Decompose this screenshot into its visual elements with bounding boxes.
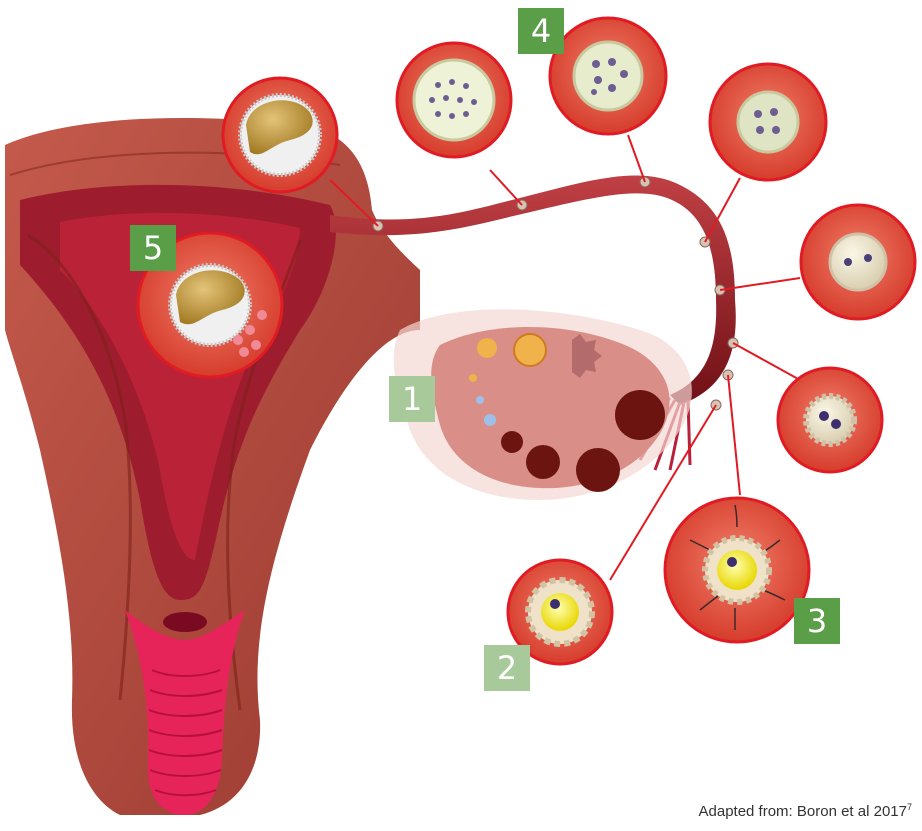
morula-callout <box>397 43 511 157</box>
step-badge-1: 1 <box>389 376 435 422</box>
fertilization-callout <box>665 498 809 642</box>
zygote-icon <box>806 396 854 444</box>
caption-text: Adapted from: Boron et al 2017 <box>699 803 907 820</box>
step-badge-3: 3 <box>794 598 840 644</box>
ovary <box>394 309 692 500</box>
step-badge-2: 2 <box>484 645 530 691</box>
fertilization-icon <box>717 550 757 590</box>
morula-icon <box>414 60 494 140</box>
step-badge-5: 5 <box>130 225 176 271</box>
4-cell-embryo-icon <box>830 234 886 290</box>
step-badge-4: 4 <box>518 8 564 54</box>
caption-superscript: 7 <box>907 802 912 812</box>
blastocyst-callout <box>223 78 337 192</box>
2-cell-callout <box>778 368 882 472</box>
16-cell-embryo-icon <box>574 42 642 110</box>
16-cell-callout <box>550 18 666 134</box>
8-cell-callout <box>710 64 826 180</box>
ovulated-oocyte-icon <box>541 593 579 631</box>
4-cell-callout <box>801 205 915 319</box>
source-caption: Adapted from: Boron et al 20177 <box>699 802 913 820</box>
8-cell-embryo-icon <box>738 92 798 152</box>
